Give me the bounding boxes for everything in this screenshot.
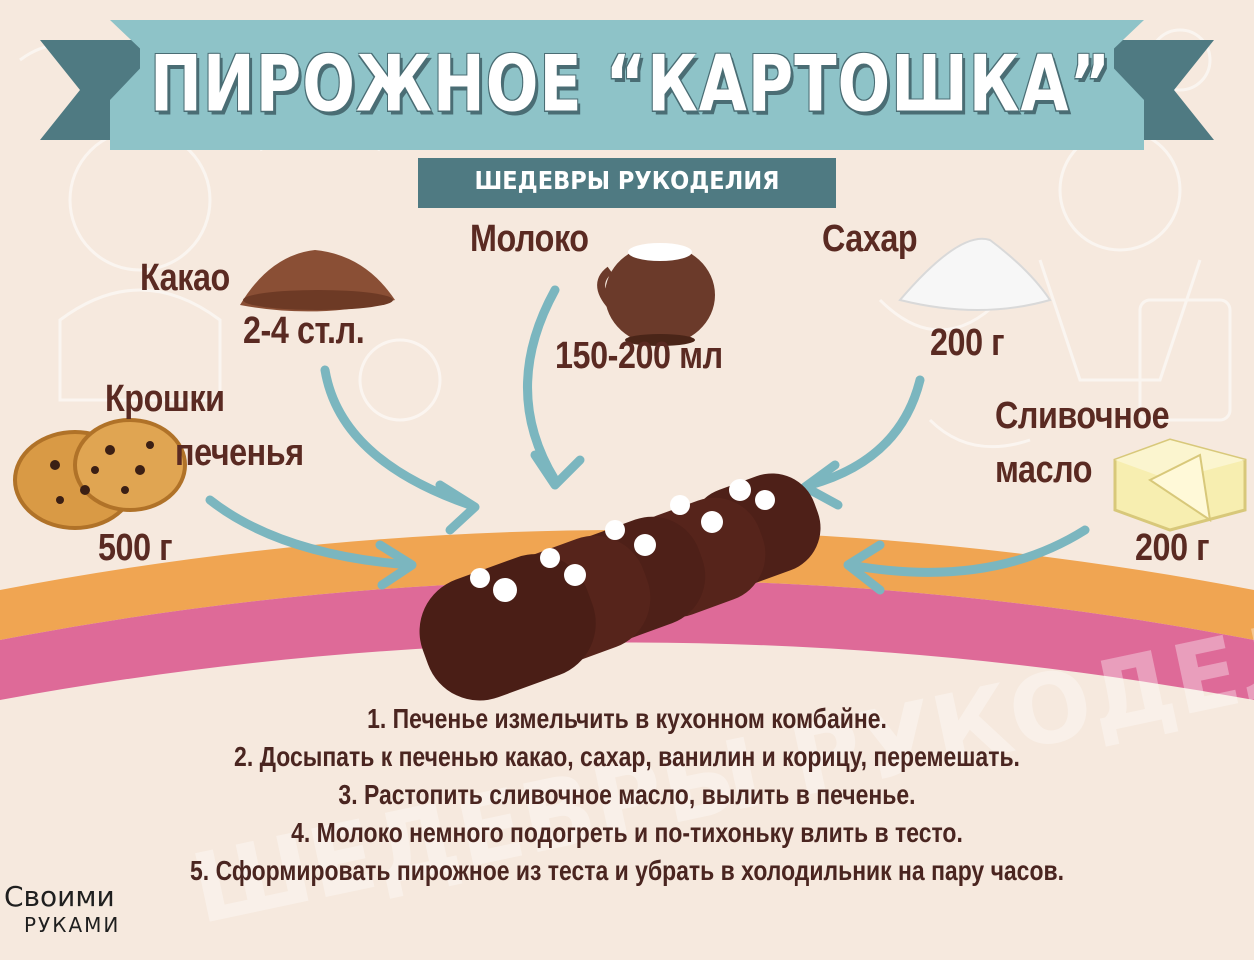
cocoa-label: Какао [140,257,230,299]
arrow-cocoa [320,365,475,510]
potato-cakes-image [419,473,821,701]
sugar-label: Сахар [822,218,918,260]
arrow-crumbs [205,495,415,570]
arrow-sugar [805,375,925,490]
crumbs-amount: 500 г [98,527,173,569]
cocoa-amount: 2-4 ст.л. [243,310,365,352]
sugar-pile-image [898,237,1052,311]
butter-amount: 200 г [1135,527,1210,569]
butter-label-line2: масло [995,449,1093,491]
milk-label: Молоко [470,218,589,260]
crumbs-label-line2: печенья [175,432,304,474]
page-subtitle: ШЕДЕВРЫ РУКОДЕЛИЯ [474,166,780,195]
step-4: 4. Молоко немного подогреть и по-тихоньк… [291,817,963,848]
step-1: 1. Печенье измельчить в кухонном комбайн… [367,703,887,734]
cookies-image [13,418,187,530]
sugar-amount: 200 г [930,322,1005,364]
subtitle-banner [418,158,836,208]
logo: Своими РУКАМИ [4,880,120,937]
arrow-butter [845,525,1090,577]
milk-jug-image [597,243,715,346]
cocoa-pile-image [240,250,395,312]
arrows [205,285,1090,577]
recipe-steps: 1. Печенье измельчить в кухонном комбайн… [0,700,1254,890]
step-3: 3. Растопить сливочное масло, вылить в п… [338,779,916,810]
step-5: 5. Сформировать пирожное из теста и убра… [190,855,1064,886]
butter-image [1113,438,1247,532]
arrow-milk [523,285,560,485]
arrowheads [375,450,885,595]
orange-arc [0,530,1254,640]
logo-line2: РУКАМИ [24,913,121,937]
milk-amount: 150-200 мл [555,335,723,377]
page-title: ПИРОЖНОЕ “КАРТОШКА” [150,38,1112,130]
butter-label-line1: Сливочное [995,395,1170,437]
logo-line1: Своими [4,880,115,913]
crumbs-label-line1: Крошки [105,378,225,420]
step-2: 2. Досыпать к печенью какао, сахар, вани… [234,741,1020,772]
title-ribbon [40,20,1214,150]
